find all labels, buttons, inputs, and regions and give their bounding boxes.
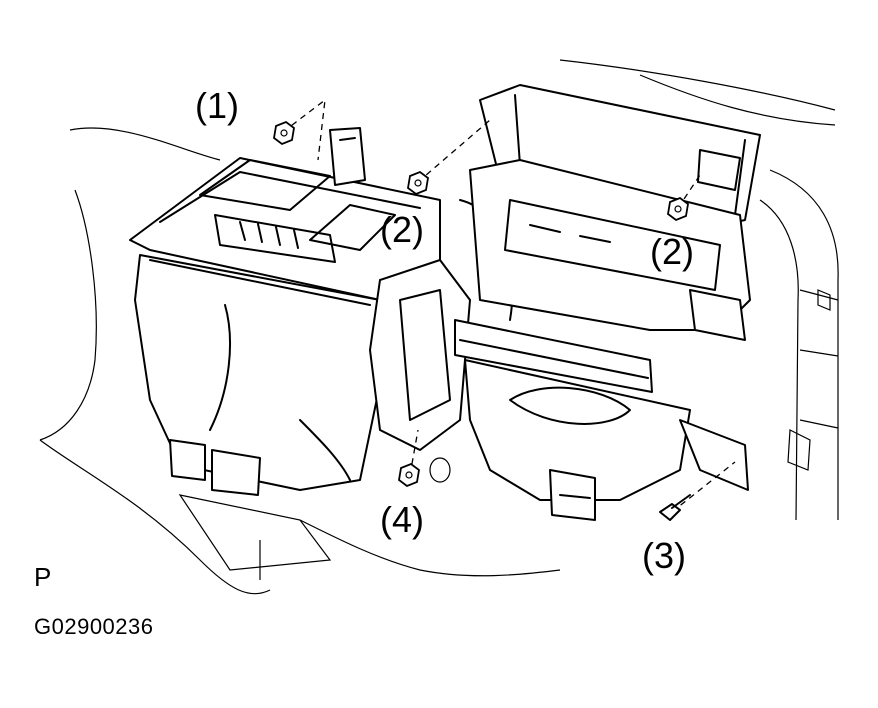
blower-unit-right: [454, 84, 761, 521]
callout-part-4: (4): [380, 499, 424, 540]
callout-part-1: (1): [195, 85, 239, 126]
callout-part-3: (3): [642, 535, 686, 576]
vehicle-body-outline: [39, 59, 839, 595]
view-letter: P: [34, 562, 52, 592]
callout-part-2-left: (2): [380, 209, 424, 250]
bolt-fastener: [659, 494, 691, 521]
nut-fasteners: [273, 120, 689, 488]
figure-code: G02900236: [34, 614, 154, 639]
fastener-guides: [282, 98, 736, 513]
callout-part-2-right: (2): [650, 231, 694, 272]
